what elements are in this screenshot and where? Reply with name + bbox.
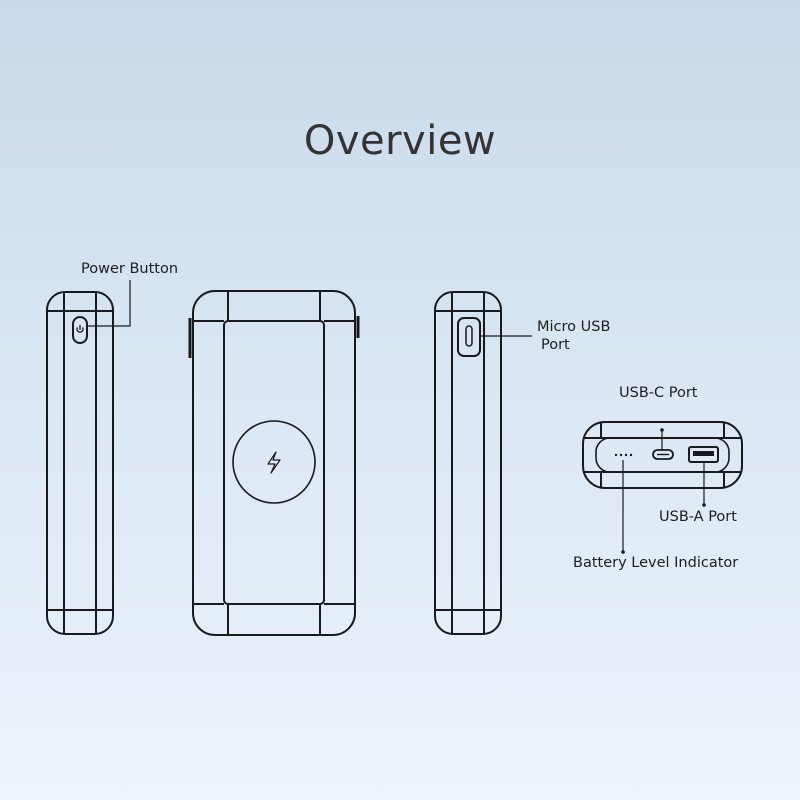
right-side-view [434, 291, 532, 635]
usb-c-label: USB-C Port [619, 385, 698, 401]
battery-level-dots [614, 453, 633, 457]
battery-indicator-label: Battery Level Indicator [573, 555, 739, 571]
lightning-bolt-icon [267, 451, 281, 474]
micro-usb-port-graphic [457, 317, 481, 357]
top-view [582, 421, 743, 554]
usb-a-label: USB-A Port [659, 509, 737, 525]
power-button-graphic [72, 316, 88, 344]
micro-usb-label-line1: Micro USB [537, 319, 611, 335]
usb-c-port-graphic [652, 449, 674, 460]
micro-usb-label-line2: Port [541, 337, 570, 353]
front-view [188, 290, 360, 636]
wireless-charging-pad [232, 420, 316, 504]
page-title: Overview [303, 118, 497, 164]
power-icon [76, 325, 84, 333]
power-button-label: Power Button [81, 261, 179, 277]
left-side-view [46, 280, 131, 635]
